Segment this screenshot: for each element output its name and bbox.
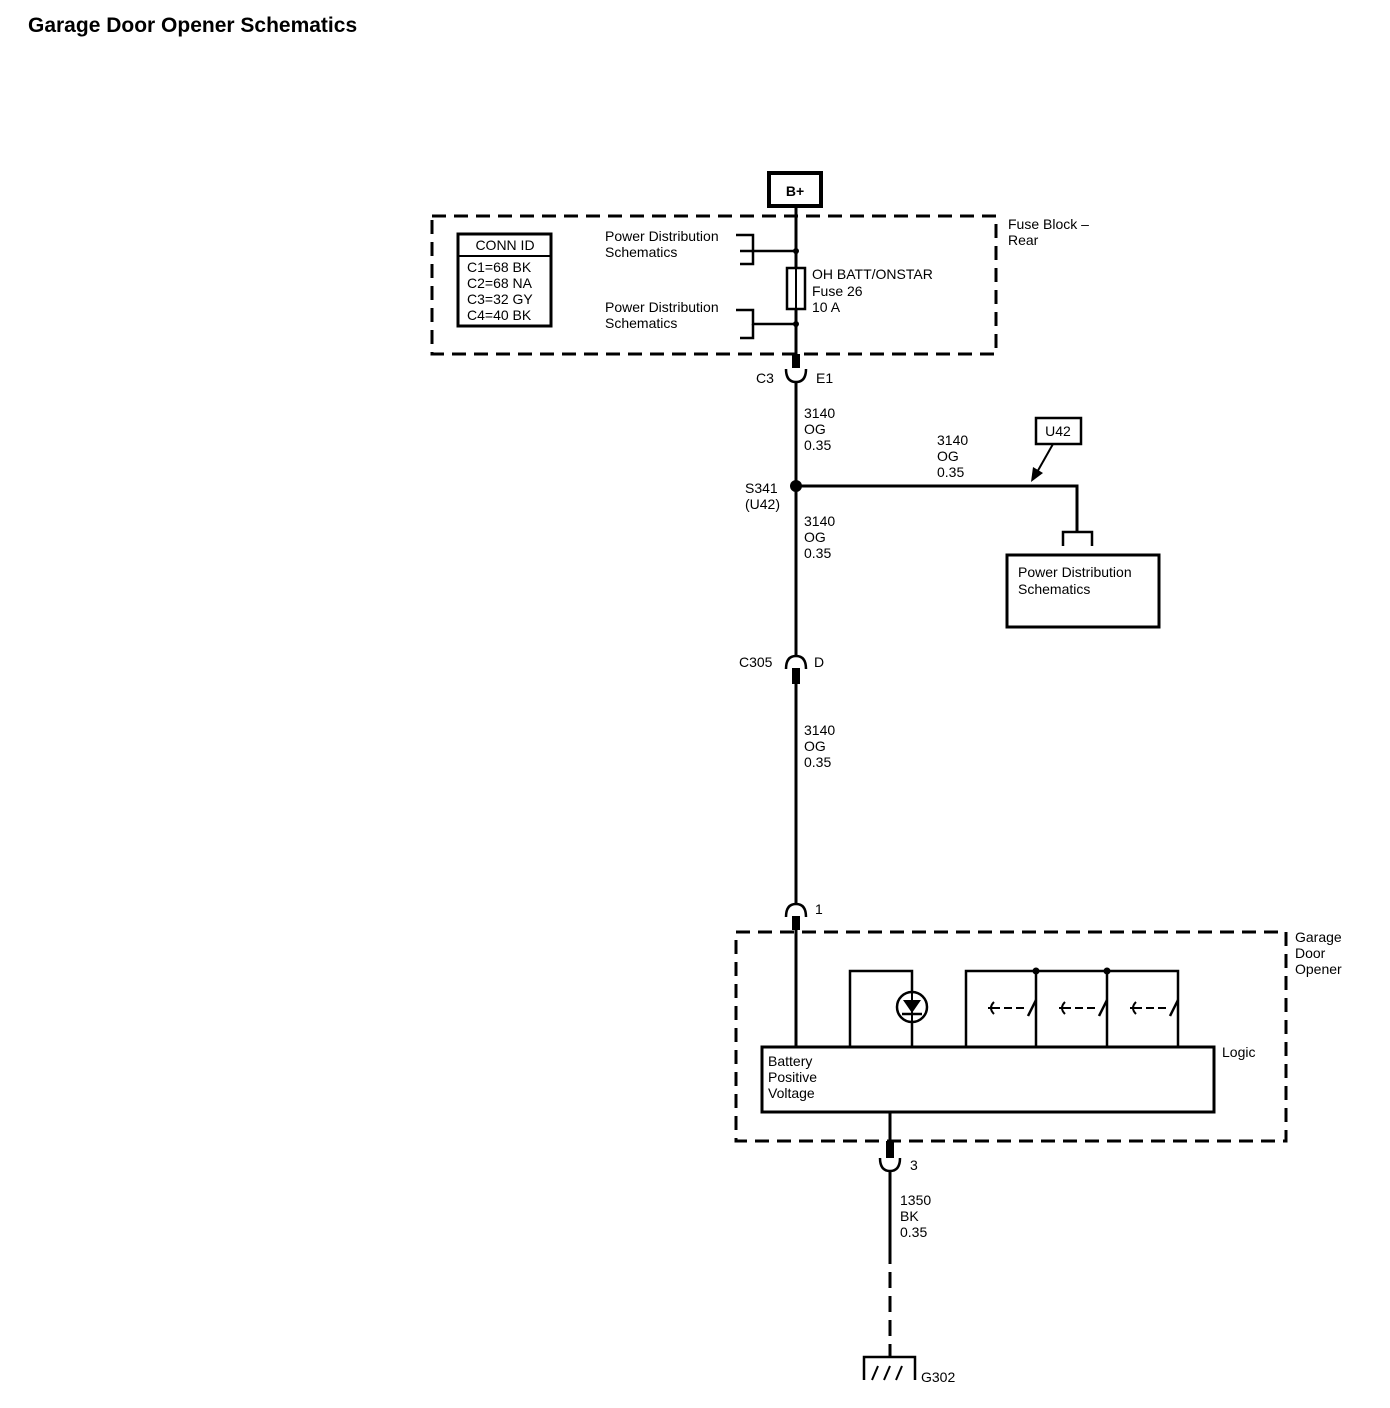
power-distribution-ref-bottom: Power Distribution Schematics <box>605 299 799 340</box>
gdo-name-line2: Door <box>1295 945 1326 961</box>
option-tag-u42: U42 <box>1031 416 1083 482</box>
wire-label-branch: 3140 OG 0.35 <box>937 432 968 480</box>
conn-id-header: CONN ID <box>475 237 534 253</box>
svg-text:0.35: 0.35 <box>804 754 831 770</box>
svg-text:OG: OG <box>804 421 826 437</box>
svg-text:E1: E1 <box>816 370 833 386</box>
fuse-number: Fuse 26 <box>812 283 863 299</box>
splice-label: S341 <box>745 480 778 496</box>
gdo-name-line3: Opener <box>1295 961 1342 977</box>
svg-text:0.35: 0.35 <box>804 545 831 561</box>
wire-label-ground: 1350 BK 0.35 <box>900 1192 931 1240</box>
svg-text:Power Distribution: Power Distribution <box>605 299 719 315</box>
svg-text:3140: 3140 <box>804 722 835 738</box>
wire-label-w3: 3140 OG 0.35 <box>804 722 835 770</box>
connector-c3: C3 E1 <box>756 368 833 386</box>
svg-text:0.35: 0.35 <box>804 437 831 453</box>
switch-bank <box>964 967 1180 1047</box>
svg-text:Power Distribution: Power Distribution <box>605 228 719 244</box>
ground-g302: G302 <box>862 1355 955 1385</box>
conn-id-row: C4=40 BK <box>467 307 532 323</box>
svg-text:1: 1 <box>815 901 823 917</box>
svg-text:Positive: Positive <box>768 1069 817 1085</box>
svg-text:OG: OG <box>937 448 959 464</box>
conn-id-row: C2=68 NA <box>467 275 533 291</box>
power-distribution-ref-top: Power Distribution Schematics <box>605 228 799 266</box>
splice-label-option: (U42) <box>745 496 780 512</box>
connector-c305: C305 D <box>739 654 824 684</box>
switch-1 <box>988 999 1038 1017</box>
fuse-block-name-line2: Rear <box>1008 232 1039 248</box>
svg-text:D: D <box>814 654 824 670</box>
switch-2 <box>1059 999 1109 1017</box>
svg-text:OG: OG <box>804 738 826 754</box>
led-indicator <box>848 969 929 1047</box>
conn-id-row: C3=32 GY <box>467 291 533 307</box>
svg-text:Voltage: Voltage <box>768 1085 815 1101</box>
switch-3 <box>1130 999 1180 1017</box>
svg-text:3140: 3140 <box>937 432 968 448</box>
ground-label: G302 <box>921 1369 955 1385</box>
svg-text:C3: C3 <box>756 370 774 386</box>
svg-text:Power Distribution: Power Distribution <box>1018 564 1132 580</box>
wire-label-w2: 3140 OG 0.35 <box>804 513 835 561</box>
svg-text:U42: U42 <box>1045 423 1071 439</box>
svg-text:3140: 3140 <box>804 513 835 529</box>
garage-door-opener-housing <box>734 930 1288 1143</box>
power-distribution-box: Power Distribution Schematics <box>1005 553 1161 629</box>
battery-positive-label: B+ <box>786 183 804 199</box>
gdo-name: Garage <box>1295 929 1342 945</box>
svg-text:1350: 1350 <box>900 1192 931 1208</box>
fuse-block-name: Fuse Block – <box>1008 216 1089 232</box>
svg-text:3140: 3140 <box>804 405 835 421</box>
wire-label-w1: 3140 OG 0.35 <box>804 405 835 453</box>
conn-id-row: C1=68 BK <box>467 259 532 275</box>
svg-text:BK: BK <box>900 1208 919 1224</box>
svg-text:3: 3 <box>910 1157 918 1173</box>
logic-label: Logic <box>1222 1044 1255 1060</box>
svg-text:C305: C305 <box>739 654 773 670</box>
fuse-rating: 10 A <box>812 299 841 315</box>
battery-positive-source: B+ <box>767 171 823 208</box>
svg-text:0.35: 0.35 <box>900 1224 927 1240</box>
svg-text:0.35: 0.35 <box>937 464 964 480</box>
page-title: Garage Door Opener Schematics <box>28 14 358 37</box>
connector-gdo-pin1: 1 <box>784 901 823 930</box>
conn-id-table: CONN ID C1=68 BK C2=68 NA C3=32 GY C4=40… <box>456 232 553 328</box>
svg-text:Battery: Battery <box>768 1053 812 1069</box>
svg-text:Schematics: Schematics <box>1018 581 1090 597</box>
connector-gdo-pin3: 3 <box>878 1157 918 1173</box>
fuse-label: OH BATT/ONSTAR <box>812 266 933 282</box>
svg-text:OG: OG <box>804 529 826 545</box>
svg-text:Schematics: Schematics <box>605 244 677 260</box>
svg-text:Schematics: Schematics <box>605 315 677 331</box>
logic-box: Battery Positive Voltage Logic <box>760 1044 1255 1114</box>
